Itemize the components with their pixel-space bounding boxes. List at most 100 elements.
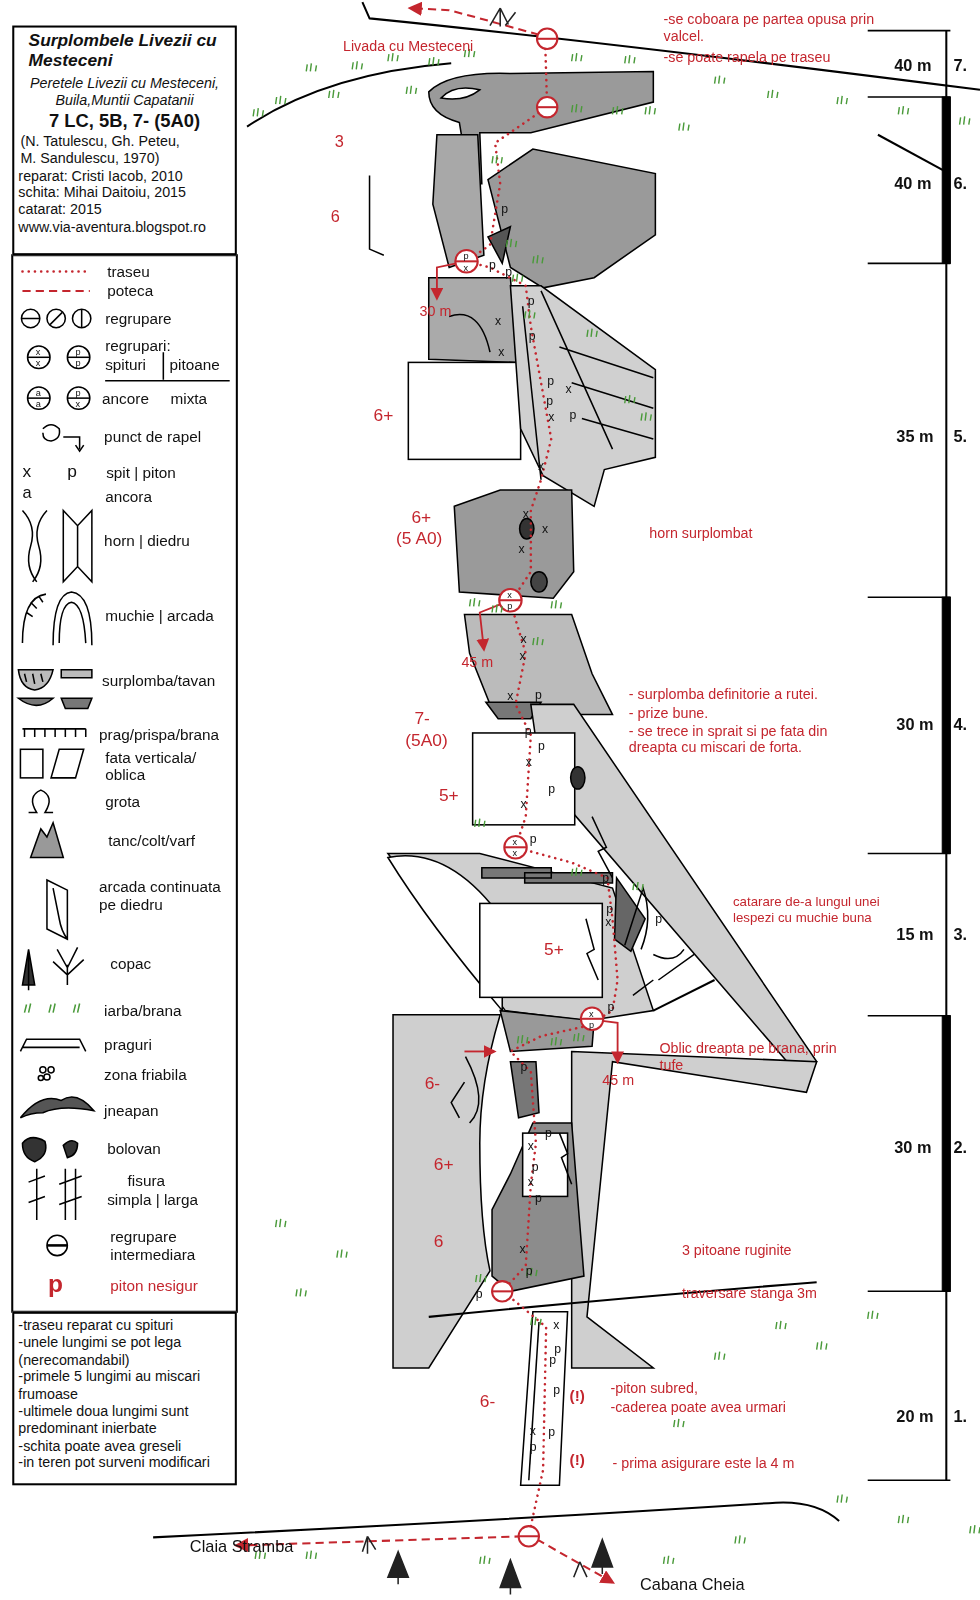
scale-bar-part <box>942 1016 950 1292</box>
grass-tufts-part <box>388 53 398 61</box>
grass-tufts-part <box>898 106 908 114</box>
rock-faces-part <box>492 1123 584 1291</box>
grass-tufts-part <box>641 412 651 420</box>
legend-text: simpla | larga <box>107 1190 198 1208</box>
legend-symbols-part <box>29 790 53 812</box>
legend-symbols-part <box>105 352 230 381</box>
legend-symbols-part <box>67 387 89 409</box>
grass-tufts-part <box>276 96 286 104</box>
route-marker: p <box>76 347 81 358</box>
route-marker: p <box>76 388 81 399</box>
belay-symbols-part <box>504 836 526 858</box>
route-label: 7- <box>414 708 429 728</box>
grass-tufts-part <box>868 1311 878 1319</box>
grass-tufts-part <box>476 1274 486 1282</box>
rock-faces-part <box>473 733 575 825</box>
route-marker: p <box>535 1191 542 1205</box>
route-marker: p <box>505 265 512 279</box>
route-marker: p <box>507 601 512 612</box>
rock-faces-part <box>523 291 654 480</box>
rock-faces-part <box>370 176 384 256</box>
route-marker: p <box>76 358 81 369</box>
trees-part <box>574 1562 587 1577</box>
grass-tufts-part <box>768 90 778 98</box>
route-marker: x <box>521 798 527 812</box>
route-marker: p <box>602 872 609 886</box>
legend-symbols-part <box>18 670 91 690</box>
route-marker: p <box>655 913 662 927</box>
grass-tufts-part <box>475 819 485 827</box>
route-label: - prima asigurare este la 4 m <box>612 1455 794 1471</box>
legend-text: tanc/colt/varf <box>108 832 195 850</box>
scale-bar-part <box>942 597 950 853</box>
route-marker: p <box>607 1000 614 1014</box>
box-text: -ultimele doua lungimi sunt predominant … <box>18 1403 230 1437</box>
box-text: (N. Tatulescu, Gh. Peteu, M. Sandulescu,… <box>20 133 199 167</box>
ground-lines <box>153 2 980 1537</box>
rock-faces-part <box>615 878 646 951</box>
rock-faces-part <box>571 767 585 789</box>
route-marker: p <box>589 1020 594 1031</box>
grass-tufts-part <box>735 1535 745 1543</box>
notes-box: -traseu reparat cu spituri-unele lungimi… <box>12 1312 237 1486</box>
route-label: 45 m <box>602 1072 634 1088</box>
route-marker: x <box>530 1425 536 1439</box>
legend-symbols-part <box>43 425 80 450</box>
legend-frame-part <box>12 255 237 1312</box>
box-text: Peretele Livezii cu Mesteceni, Buila,Mun… <box>18 74 230 108</box>
grass-tufts-part <box>837 96 847 104</box>
trails <box>237 8 613 1582</box>
route-label: 6. <box>953 175 967 194</box>
route-line <box>467 41 618 1526</box>
route-marker: p <box>501 203 508 217</box>
box-text: www.via-aventura.blogspot.ro <box>18 218 230 235</box>
grass-tufts-part <box>960 116 970 124</box>
route-marker: x <box>520 1242 526 1256</box>
box-text: -in teren pot surveni modificari <box>18 1454 230 1471</box>
route-label: 6- <box>425 1074 440 1094</box>
route-label: 6+ <box>374 405 394 425</box>
grass-tufts-part <box>612 106 622 114</box>
route-marker: x <box>548 410 554 424</box>
box-text: 7 LC, 5B, 7- (5A0) <box>18 111 230 133</box>
route-marker: p <box>548 1426 555 1440</box>
legend-text: piton nesigur <box>110 1277 198 1295</box>
route-label: horn surplombat <box>649 525 752 541</box>
legend-text: traseu <box>107 262 150 280</box>
route-label: 30 m <box>894 1138 931 1157</box>
grass-tufts-part <box>572 868 582 876</box>
rock-faces-part <box>482 868 613 883</box>
grass-tufts-part <box>276 1219 286 1227</box>
route-marker: x <box>463 262 468 273</box>
legend-symbols-part <box>67 346 89 368</box>
route-label: -se poate rapela pe traseu <box>664 49 831 65</box>
legend-text: pitoane <box>169 355 219 373</box>
legend-text: jneapan <box>104 1101 159 1119</box>
legend-symbols-part <box>44 1074 50 1080</box>
rock-faces-part <box>572 1051 817 1367</box>
route-label: (5 A0) <box>396 529 442 549</box>
legend-symbols-part <box>22 290 89 292</box>
route-marker: x <box>538 459 544 473</box>
grass-tufts-part <box>587 329 597 337</box>
legend-text: arcada continuata pe diedru <box>99 878 237 913</box>
rappel-arrows-part <box>437 263 456 298</box>
rock-faces-part <box>531 572 547 592</box>
rock-faces-part <box>488 149 655 288</box>
legend-text: horn | diedru <box>104 532 190 550</box>
ground-lines-part <box>247 63 451 126</box>
legend-symbols-part <box>40 1067 46 1073</box>
route-label: 6 <box>434 1232 444 1252</box>
route-label: 40 m <box>894 57 931 76</box>
box-text: schita: Mihai Daitoiu, 2015 <box>18 184 230 201</box>
route-marker: x <box>542 523 548 537</box>
route-label: - surplomba definitorie a rutei. <box>629 686 818 702</box>
route-label: 30 m <box>896 716 933 735</box>
belay-symbols-part <box>537 29 557 49</box>
route-label: -piton subred, <box>610 1380 697 1396</box>
grass-tufts-part <box>572 53 582 61</box>
route-marker: p <box>553 1384 560 1398</box>
box-text: -traseu reparat cu spituri <box>18 1317 230 1334</box>
legend-symbols-part <box>28 387 50 409</box>
